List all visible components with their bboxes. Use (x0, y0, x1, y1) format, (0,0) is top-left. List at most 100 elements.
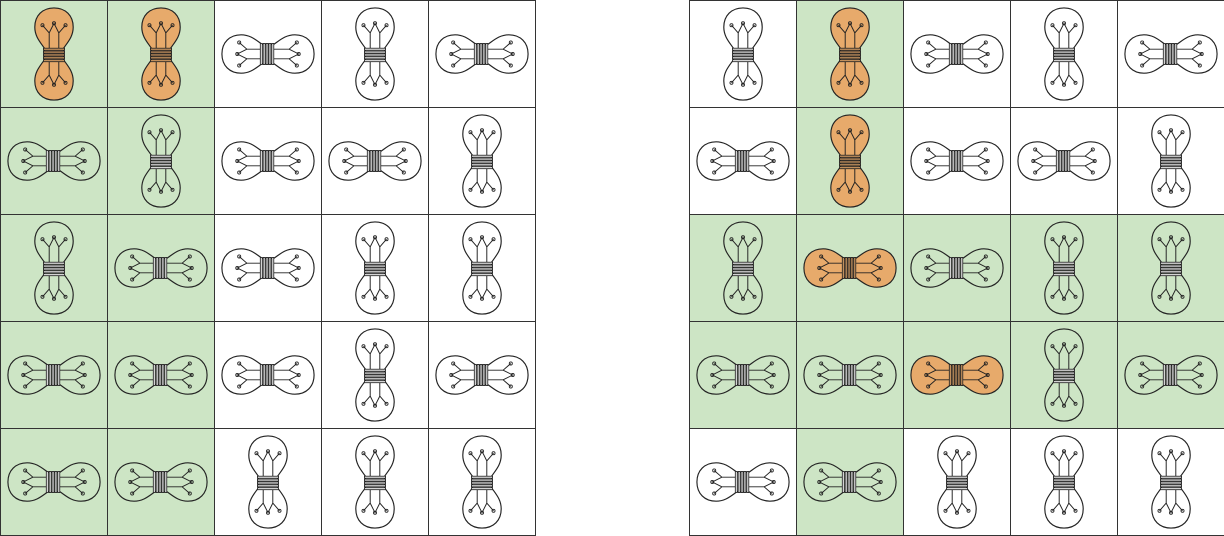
left-cell-r4-c2[interactable] (108, 322, 215, 429)
lightbulb-icon (221, 248, 315, 288)
right-cell-r4-c4[interactable] (1011, 322, 1118, 429)
left-cell-r1-c1[interactable] (1, 1, 108, 108)
left-cell-r3-c5[interactable] (429, 215, 536, 322)
lightbulb-icon (462, 435, 502, 529)
right-cell-r2-c5[interactable] (1118, 108, 1224, 215)
left-cell-r2-c2[interactable] (108, 108, 215, 215)
lightbulb-icon (1124, 355, 1218, 395)
lightbulb-icon (114, 355, 208, 395)
right-cell-r5-c1[interactable] (690, 429, 797, 536)
lightbulb-icon (803, 462, 897, 502)
lightbulb-icon (803, 248, 897, 288)
lightbulb-icon (355, 7, 395, 101)
lightbulb-icon (1124, 34, 1218, 74)
lightbulb-icon (1017, 141, 1111, 181)
lightbulb-icon (141, 7, 181, 101)
lightbulb-icon (1151, 221, 1191, 315)
lightbulb-icon (355, 328, 395, 422)
lightbulb-icon (7, 462, 101, 502)
lightbulb-icon (435, 355, 529, 395)
lightbulb-icon (114, 248, 208, 288)
right-cell-r3-c1[interactable] (690, 215, 797, 322)
right-cell-r5-c3[interactable] (904, 429, 1011, 536)
left-cell-r1-c4[interactable] (322, 1, 429, 108)
lightbulb-icon (7, 355, 101, 395)
left-cell-r4-c4[interactable] (322, 322, 429, 429)
lightbulb-icon (221, 141, 315, 181)
right-cell-r3-c3[interactable] (904, 215, 1011, 322)
lightbulb-icon (328, 141, 422, 181)
lightbulb-icon (696, 141, 790, 181)
left-cell-r2-c5[interactable] (429, 108, 536, 215)
lightbulb-icon (830, 114, 870, 208)
lightbulb-icon (910, 141, 1004, 181)
left-cell-r2-c4[interactable] (322, 108, 429, 215)
lightbulb-icon (910, 34, 1004, 74)
lightbulb-icon (723, 7, 763, 101)
lightbulb-icon (355, 435, 395, 529)
right-cell-r1-c4[interactable] (1011, 1, 1118, 108)
lightbulb-icon (141, 114, 181, 208)
left-cell-r5-c4[interactable] (322, 429, 429, 536)
left-cell-r5-c5[interactable] (429, 429, 536, 536)
left-cell-r3-c4[interactable] (322, 215, 429, 322)
lightbulb-icon (355, 221, 395, 315)
lightbulb-icon (34, 7, 74, 101)
right-cell-r3-c5[interactable] (1118, 215, 1224, 322)
left-cell-r5-c3[interactable] (215, 429, 322, 536)
lightbulb-icon (937, 435, 977, 529)
lightbulb-icon (1044, 221, 1084, 315)
left-cell-r2-c1[interactable] (1, 108, 108, 215)
right-cell-r4-c3[interactable] (904, 322, 1011, 429)
lightbulb-icon (34, 221, 74, 315)
right-cell-r1-c2[interactable] (797, 1, 904, 108)
right-cell-r4-c2[interactable] (797, 322, 904, 429)
left-cell-r3-c1[interactable] (1, 215, 108, 322)
right-cell-r1-c5[interactable] (1118, 1, 1224, 108)
lightbulb-icon (114, 462, 208, 502)
right-cell-r3-c2[interactable] (797, 215, 904, 322)
left-cell-r1-c3[interactable] (215, 1, 322, 108)
right-cell-r5-c2[interactable] (797, 429, 904, 536)
left-cell-r4-c1[interactable] (1, 322, 108, 429)
right-cell-r2-c2[interactable] (797, 108, 904, 215)
left-cell-r3-c2[interactable] (108, 215, 215, 322)
lightbulb-icon (910, 355, 1004, 395)
lightbulb-icon (910, 248, 1004, 288)
left-cell-r4-c5[interactable] (429, 322, 536, 429)
left-cell-r5-c1[interactable] (1, 429, 108, 536)
right-cell-r2-c4[interactable] (1011, 108, 1118, 215)
lightbulb-icon (803, 355, 897, 395)
lightbulb-icon (435, 34, 529, 74)
left-cell-r4-c3[interactable] (215, 322, 322, 429)
left-board (0, 0, 536, 536)
lightbulb-icon (462, 114, 502, 208)
lightbulb-icon (723, 221, 763, 315)
lightbulb-icon (1151, 114, 1191, 208)
lightbulb-icon (221, 355, 315, 395)
lightbulb-icon (1044, 328, 1084, 422)
left-cell-r2-c3[interactable] (215, 108, 322, 215)
lightbulb-icon (7, 141, 101, 181)
right-cell-r1-c3[interactable] (904, 1, 1011, 108)
right-cell-r1-c1[interactable] (690, 1, 797, 108)
lightbulb-icon (1044, 7, 1084, 101)
lightbulb-icon (248, 435, 288, 529)
lightbulb-icon (696, 355, 790, 395)
right-cell-r4-c1[interactable] (690, 322, 797, 429)
right-cell-r4-c5[interactable] (1118, 322, 1224, 429)
right-cell-r2-c3[interactable] (904, 108, 1011, 215)
left-cell-r1-c2[interactable] (108, 1, 215, 108)
right-cell-r3-c4[interactable] (1011, 215, 1118, 322)
lightbulb-icon (221, 34, 315, 74)
right-cell-r2-c1[interactable] (690, 108, 797, 215)
lightbulb-icon (462, 221, 502, 315)
left-cell-r5-c2[interactable] (108, 429, 215, 536)
right-cell-r5-c4[interactable] (1011, 429, 1118, 536)
right-board (689, 0, 1224, 536)
left-cell-r3-c3[interactable] (215, 215, 322, 322)
left-cell-r1-c5[interactable] (429, 1, 536, 108)
lightbulb-icon (830, 7, 870, 101)
right-cell-r5-c5[interactable] (1118, 429, 1224, 536)
lightbulb-icon (1151, 435, 1191, 529)
